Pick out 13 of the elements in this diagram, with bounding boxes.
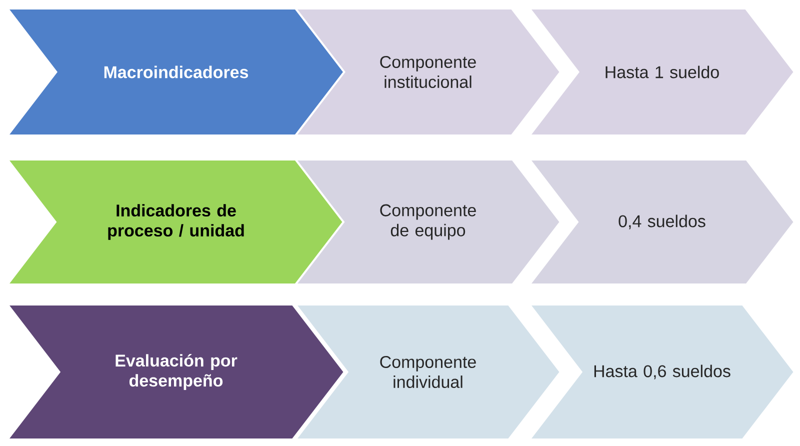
node-label: Hasta 1 sueldo [606,66,719,78]
process-step: Hasta 0,6 sueldos [527,304,796,440]
process-step: 0,4 sueldos [527,158,796,286]
node-label: Hasta 0,6 sueldos [594,364,730,380]
process-step: Indicadores de proceso / unidad [5,158,346,286]
process-step: Evaluación por desempeño [5,304,346,440]
node-label: Componente individual [380,356,476,388]
process-step: Componente institucional [293,8,562,136]
process-step: Macroindicadores [5,8,346,136]
process-step: Componente de equipo [293,158,562,286]
process-step: Componente individual [293,304,562,440]
process-step: Hasta 1 sueldo [527,8,796,136]
node-label: 0,4 sueldos [618,214,706,230]
